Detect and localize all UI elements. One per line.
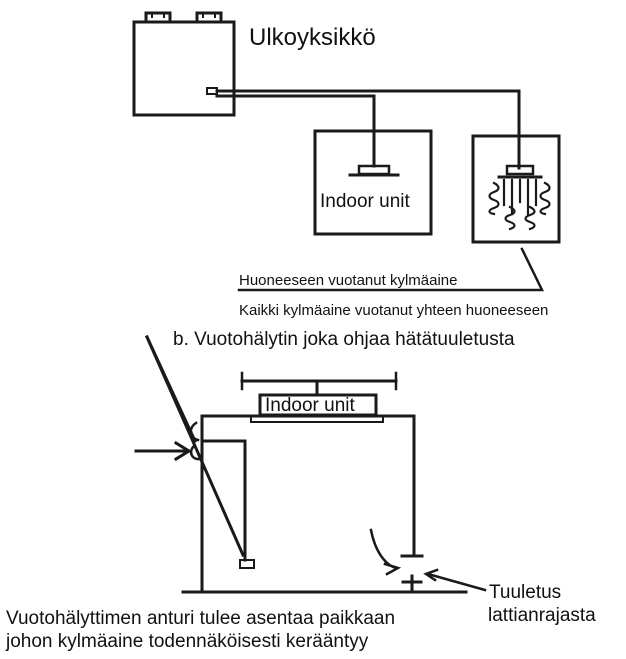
all-leaked-label: Kaikki kylmäaine vuotanut yhteen huonees… <box>239 302 548 319</box>
sensor-note: johon kylmäaine todennäköisesti keräänty… <box>5 631 369 652</box>
fan-icon <box>144 11 172 24</box>
leak-sensor <box>239 559 255 569</box>
arrow-icon <box>134 440 192 462</box>
refrigerant-piping <box>206 87 521 170</box>
sensor-note: Vuotohälyttimen anturi tulee asentaa pai… <box>6 608 395 629</box>
ventilated-room <box>134 335 487 594</box>
indoor-unit-label: Indoor unit <box>265 395 356 416</box>
airflow-arrow-icon <box>369 528 402 576</box>
indoor-room-1 <box>313 129 433 236</box>
leak-swirl-icon <box>488 181 500 216</box>
section-b-title: b. Vuotohälytin joka ohjaa hätätuuletust… <box>173 329 515 350</box>
indoor-unit-label: Indoor unit <box>320 191 411 212</box>
ventilation-label: lattianrajasta <box>488 605 596 626</box>
outdoor-unit <box>132 11 236 117</box>
leak-swirl-icon <box>539 181 551 216</box>
ventilation-label: Tuuletus <box>489 582 561 603</box>
leak-swirl-icon <box>524 205 536 231</box>
leak-swirl-icon <box>504 205 516 231</box>
fan-icon <box>195 11 223 24</box>
label-leader-line <box>237 247 545 292</box>
arrow-icon <box>423 568 487 592</box>
indoor-room-2-leak <box>471 134 561 244</box>
outdoor-unit-label: Ulkoyksikkö <box>249 24 376 51</box>
leaked-room-label: Huoneeseen vuotanut kylmäaine <box>239 272 457 289</box>
